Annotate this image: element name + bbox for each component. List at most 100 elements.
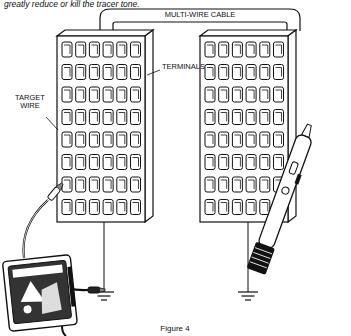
- terminal: [117, 42, 127, 57]
- ground-wire: [104, 222, 105, 292]
- terminal-lug: [262, 68, 268, 77]
- terminal-lug: [119, 113, 125, 122]
- terminal-lug: [64, 135, 70, 144]
- terminal-lug: [234, 68, 240, 77]
- terminal: [205, 87, 215, 102]
- terminal: [76, 65, 86, 80]
- terminal-lug: [262, 45, 268, 54]
- terminal-lug: [248, 135, 254, 144]
- terminal: [89, 132, 99, 147]
- terminal: [89, 65, 99, 80]
- body-text-fragment: greatly reduce or kill the tracer tone.: [4, 0, 140, 9]
- terminal-lug: [64, 90, 70, 99]
- part-label: TARGET WIRE: [12, 94, 48, 111]
- terminal: [131, 87, 141, 102]
- terminal-lug: [64, 158, 70, 167]
- terminal: [62, 65, 72, 80]
- terminal: [232, 110, 242, 125]
- terminal: [274, 65, 284, 80]
- terminal-lug: [133, 135, 139, 144]
- terminal: [232, 200, 242, 215]
- terminal-lug: [133, 90, 139, 99]
- black-clip: [88, 287, 105, 293]
- terminal: [246, 132, 256, 147]
- block-side: [145, 30, 153, 222]
- terminal: [103, 65, 113, 80]
- terminal-lug: [78, 90, 84, 99]
- terminal-lug: [248, 203, 254, 212]
- terminal-lug: [105, 113, 111, 122]
- terminal-lug: [262, 135, 268, 144]
- terminal: [103, 110, 113, 125]
- terminal-lug: [276, 113, 282, 122]
- terminal-lug: [91, 45, 97, 54]
- terminal-lug: [234, 45, 240, 54]
- terminal: [205, 65, 215, 80]
- terminal-lug: [276, 68, 282, 77]
- terminal-lug: [133, 68, 139, 77]
- terminal-lug: [234, 135, 240, 144]
- terminal: [62, 132, 72, 147]
- terminal-lug: [248, 90, 254, 99]
- terminal: [62, 42, 72, 57]
- block-top: [57, 30, 153, 36]
- terminal-lug: [248, 45, 254, 54]
- terminal: [117, 132, 127, 147]
- terminal: [62, 87, 72, 102]
- terminal-lug: [234, 203, 240, 212]
- block-top: [200, 30, 296, 36]
- terminal-lug: [221, 68, 227, 77]
- terminal: [246, 65, 256, 80]
- terminal-lug: [234, 90, 240, 99]
- terminal-lug: [221, 158, 227, 167]
- terminal-lug: [221, 45, 227, 54]
- cable-label: MULTI-WIRE CABLE: [163, 11, 238, 19]
- terminal: [246, 110, 256, 125]
- terminal: [274, 87, 284, 102]
- terminal-block: [57, 30, 153, 222]
- terminal: [219, 65, 229, 80]
- terminal-lug: [64, 68, 70, 77]
- terminal: [89, 200, 99, 215]
- terminal: [219, 200, 229, 215]
- terminal: [76, 132, 86, 147]
- terminal-lug: [234, 158, 240, 167]
- terminal-lug: [207, 135, 213, 144]
- terminal-lug: [207, 68, 213, 77]
- terminal-lug: [276, 135, 282, 144]
- terminal-lug: [248, 180, 254, 189]
- terminal: [246, 87, 256, 102]
- probe: [247, 121, 319, 274]
- terminal-lug: [119, 180, 125, 189]
- terminal: [131, 65, 141, 80]
- terminal: [103, 87, 113, 102]
- terminal: [260, 42, 270, 57]
- terminal: [205, 155, 215, 170]
- terminal: [260, 200, 270, 215]
- terminal: [76, 200, 86, 215]
- terminal: [260, 132, 270, 147]
- terminal-lug: [105, 180, 111, 189]
- terminal-blocks: [57, 30, 296, 222]
- terminal: [219, 132, 229, 147]
- terminal: [131, 110, 141, 125]
- terminal: [76, 87, 86, 102]
- terminal-lug: [221, 113, 227, 122]
- terminal-lug: [78, 113, 84, 122]
- terminal-lug: [234, 180, 240, 189]
- terminal-lug: [119, 90, 125, 99]
- terminal-lug: [78, 180, 84, 189]
- terminal-lug: [262, 158, 268, 167]
- terminal-lug: [105, 68, 111, 77]
- terminal: [131, 155, 141, 170]
- terminal-lug: [262, 90, 268, 99]
- terminal-lug: [64, 203, 70, 212]
- terminal-lug: [91, 135, 97, 144]
- terminal-lug: [119, 203, 125, 212]
- terminal-lug: [91, 90, 97, 99]
- terminal: [62, 200, 72, 215]
- terminal: [260, 155, 270, 170]
- terminal: [260, 177, 270, 192]
